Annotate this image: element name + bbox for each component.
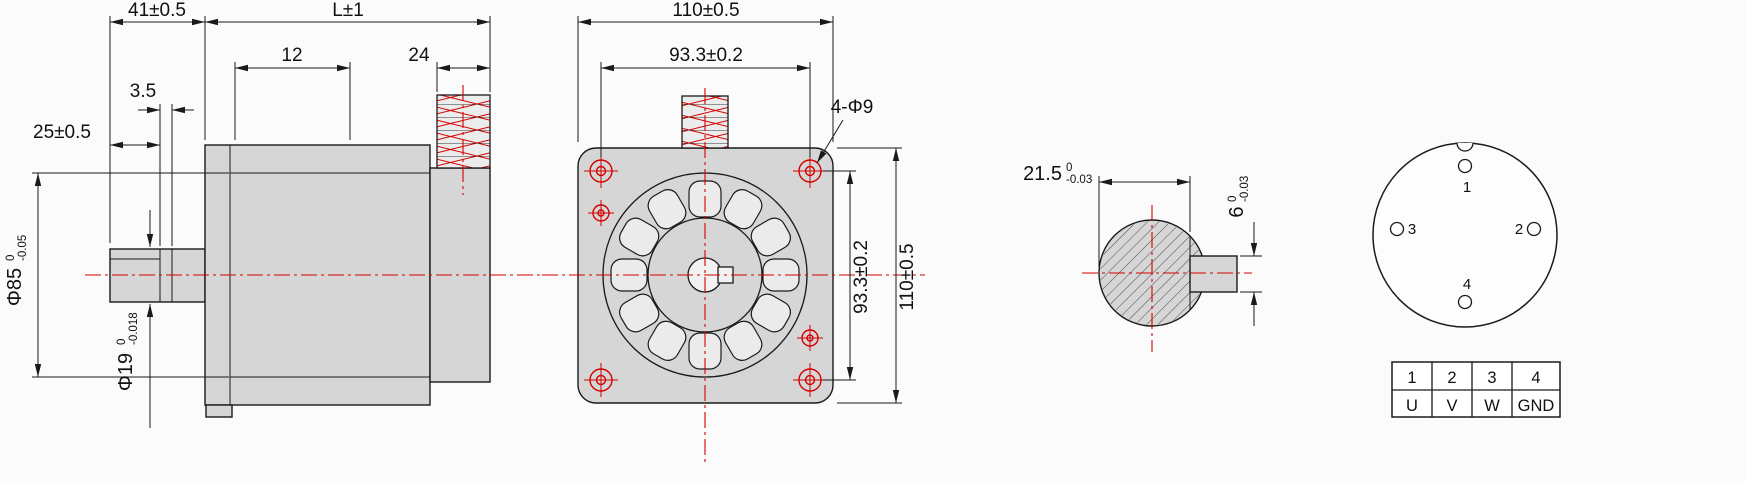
- svg-text:110±0.5: 110±0.5: [897, 243, 918, 310]
- mounting-hole-top-right: [793, 154, 827, 188]
- connector-pin-2: [1526, 221, 1542, 237]
- connector-key-notch: [1456, 142, 1474, 152]
- table-pin-3: 3: [1487, 369, 1496, 387]
- mounting-hole-bottom-right: [793, 363, 827, 397]
- table-signal-w: W: [1484, 397, 1500, 415]
- svg-text:-0.018: -0.018: [128, 312, 140, 345]
- svg-text:-0.05: -0.05: [17, 235, 29, 261]
- dim-shaft-overall-label: 41±0.5: [128, 0, 186, 21]
- svg-text:21.5: 21.5: [1023, 163, 1062, 185]
- holes-callout-label: 4-Φ9: [831, 97, 874, 118]
- dim-width-label: 110±0.5: [672, 0, 739, 21]
- dim-rear-24-label: 24: [408, 45, 430, 66]
- svg-text:6: 6: [1226, 206, 1248, 217]
- body-foot: [205, 404, 233, 418]
- pin-1-label: 1: [1463, 179, 1471, 196]
- table-signal-v: V: [1446, 397, 1457, 415]
- connector-pin-4: [1457, 294, 1473, 310]
- dim-height-label: 110±0.5: [897, 243, 918, 310]
- shaft-key: [1189, 255, 1238, 293]
- svg-text:0: 0: [1066, 162, 1072, 174]
- front-view: 110±0.5 93.3±0.2 4-Φ9 93.3±0.2 110±0.5: [542, 0, 925, 462]
- connector-pin-3: [1389, 221, 1405, 237]
- table-pin-1: 1: [1407, 369, 1416, 387]
- dim-flange-diameter-label: Φ85 0 -0.05: [4, 235, 29, 306]
- pin-assignment-table: 1 2 3 4 U V W GND: [1391, 361, 1561, 418]
- svg-text:Φ19: Φ19: [115, 353, 137, 391]
- svg-text:-0.03: -0.03: [1066, 174, 1092, 186]
- table-signal-u: U: [1406, 397, 1418, 415]
- pilot-hole-right: [797, 325, 823, 351]
- dim-rear-12-label: 12: [281, 45, 302, 66]
- pin-2-label: 2: [1515, 221, 1523, 238]
- svg-text:Φ85: Φ85: [4, 268, 26, 306]
- svg-text:0: 0: [116, 339, 128, 345]
- dim-flat-label: 21.5 0 -0.03: [1023, 162, 1092, 186]
- svg-text:0: 0: [5, 255, 17, 261]
- side-view: 41±0.5 L±1 12 24 3.5 25±0.5 Φ85 0 -0.05 …: [4, 0, 545, 428]
- dim-boss-label: 3.5: [130, 81, 156, 102]
- dim-shaft-length-label: 25±0.5: [33, 122, 91, 143]
- dim-body-length-label: L±1: [332, 0, 364, 21]
- dim-hole-span-v-label: 93.3±0.2: [851, 240, 872, 314]
- pilot-hole-left: [588, 200, 614, 226]
- holes-callout-leader: [816, 119, 844, 164]
- dim-shaft-diameter-label: Φ19 0 -0.018: [115, 312, 140, 391]
- svg-text:93.3±0.2: 93.3±0.2: [851, 240, 872, 314]
- dim-hole-span-h-label: 93.3±0.2: [669, 45, 743, 66]
- shaft-section-view: 21.5 0 -0.03 6 0 -0.03: [1023, 162, 1262, 352]
- table-pin-2: 2: [1447, 369, 1456, 387]
- connector-pin-1: [1457, 158, 1473, 174]
- table-pin-4: 4: [1531, 369, 1540, 387]
- pin-3-label: 3: [1408, 221, 1416, 238]
- connector-view: 1 2 3 4: [1372, 142, 1558, 328]
- dim-key-label: 6 0 -0.03: [1226, 176, 1251, 218]
- svg-text:0: 0: [1227, 196, 1239, 202]
- svg-text:-0.03: -0.03: [1239, 176, 1251, 202]
- pin-4-label: 4: [1463, 276, 1471, 293]
- mounting-hole-bottom-left: [584, 363, 618, 397]
- table-signal-gnd: GND: [1518, 397, 1555, 415]
- mounting-hole-top-left: [584, 154, 618, 188]
